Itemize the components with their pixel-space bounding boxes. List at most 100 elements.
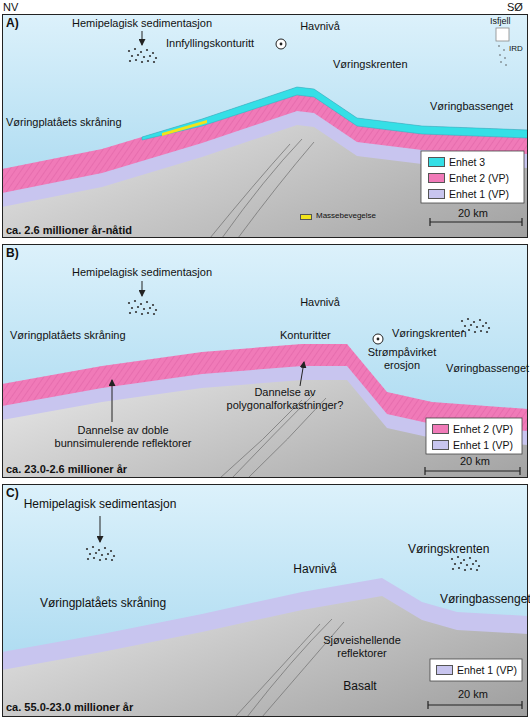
- process-label: Hemipelagisk sedimentasjon: [62, 17, 222, 30]
- slope-label: Vøringplatåets skråning: [10, 329, 160, 342]
- panel-c-section: [2, 596, 528, 717]
- sea-level-label: Havnivå: [290, 20, 350, 33]
- scale-bar: [519, 467, 520, 475]
- reflector-label: Sjøveishellende reflektorer: [314, 634, 410, 659]
- iceberg-symbol: [498, 45, 500, 47]
- contourite-label: Innfyllingskonturitt: [166, 37, 276, 50]
- ird-label: IRD: [509, 44, 529, 53]
- panel-b-section: [220, 400, 302, 478]
- sea-level-label: Havnivå: [280, 563, 350, 577]
- legend-swatch: [436, 665, 453, 675]
- legend-text: Enhet 2 (VP): [453, 423, 513, 435]
- scale-bar: [425, 470, 520, 471]
- iceberg-symbol: [496, 28, 509, 41]
- sediment-dots: [86, 546, 115, 561]
- scale-label: 20 km: [460, 455, 500, 468]
- legend-swatch: [428, 157, 445, 167]
- escarpment-label: Vøringskrenten: [408, 543, 523, 557]
- iceberg-symbol: [499, 54, 501, 56]
- legend-swatch: [428, 189, 445, 199]
- current-symbol: [280, 43, 283, 46]
- panel-b-section: [2, 244, 528, 478]
- scale-bar: [424, 467, 425, 475]
- sediment-dots: [128, 48, 157, 63]
- rock-label: Basalt: [325, 680, 395, 694]
- iceberg-symbol: [498, 45, 507, 66]
- contourite-label: Konturitter: [280, 329, 360, 342]
- scale-bar: [425, 218, 522, 709]
- scale-bar: [521, 218, 522, 226]
- panel-letter: A): [6, 17, 66, 31]
- scale-label: 20 km: [458, 688, 498, 701]
- process-label: Hemipelagisk sedimentasjon: [15, 498, 185, 512]
- panel-c-section: [2, 484, 528, 717]
- legend-text: Enhet 1 (VP): [453, 439, 513, 451]
- panel-a-section: [222, 139, 302, 238]
- panel-c-section: [247, 619, 332, 717]
- panel-letter: B): [6, 247, 66, 261]
- legend-text: Enhet 1 (VP): [449, 188, 509, 200]
- panel-b-section: [2, 380, 528, 478]
- time-caption: ca. 55.0-23.0 millioner år: [6, 701, 266, 714]
- compass-label: NV: [3, 1, 33, 14]
- sea-level-label: Havnivå: [290, 296, 350, 309]
- legend-text: Enhet 3: [449, 156, 485, 168]
- current-symbol: [276, 39, 383, 344]
- iceberg-symbol: [500, 61, 502, 63]
- basin-label: Vøringbassenget: [446, 362, 528, 375]
- iceberg-symbol: [504, 57, 506, 59]
- legend-frame: [426, 418, 522, 454]
- current-symbol: [276, 39, 286, 49]
- legend-swatch: [300, 214, 312, 220]
- process-label: Hemipelagisk sedimentasjon: [62, 266, 222, 279]
- panel-a-section: [2, 14, 528, 238]
- sediment-arrow: [142, 31, 143, 45]
- sediment-dots: [86, 48, 490, 571]
- scale-bar: [430, 221, 522, 222]
- current-symbol: [377, 338, 380, 341]
- time-caption: ca. 2.6 millioner år-nåtid: [6, 224, 266, 237]
- scale-bar: [428, 704, 522, 705]
- compass-label: SØ: [507, 1, 529, 14]
- iceberg-symbol: [505, 64, 507, 66]
- leader-arrow: [112, 380, 113, 422]
- leader-arrow: [300, 362, 304, 386]
- panel-c-section: [235, 619, 344, 717]
- iceberg-symbol: [503, 49, 505, 51]
- legend-swatch: [432, 440, 449, 450]
- legend-text: Enhet 1 (VP): [457, 664, 517, 676]
- sediment-dots: [128, 300, 157, 315]
- legend-swatch: [428, 173, 445, 183]
- panel-a-section: [162, 120, 207, 136]
- panel-a-section: [2, 125, 528, 238]
- scale-bar: [521, 701, 522, 709]
- slope-label: Vøringplatåets skråning: [40, 597, 210, 611]
- legend-frame: [430, 659, 522, 681]
- escarpment-label: Vøringskrenten: [392, 327, 492, 340]
- sediment-arrow: [142, 281, 143, 296]
- legend-text: Enhet 2 (VP): [449, 172, 509, 184]
- scale-bar: [427, 701, 428, 709]
- panel-c-section: [235, 624, 320, 717]
- sediment-arrow: [100, 516, 101, 542]
- current-symbol: [373, 334, 383, 344]
- legend-text: Massebevegelse: [316, 211, 376, 220]
- bsr-label: Dannelse av doble bunnsimulerende reflek…: [38, 424, 208, 449]
- panel-a-section: [238, 142, 314, 238]
- iceberg-label: Isfjell: [490, 16, 530, 26]
- iceberg-symbol: [496, 28, 509, 66]
- escarpment-label: Vøringskrenten: [333, 58, 433, 71]
- slope-label: Vøringplatåets skråning: [6, 116, 156, 129]
- basin-label: Vøringbassenget: [440, 593, 528, 607]
- scale-label: 20 km: [458, 207, 498, 220]
- legend-swatch: [432, 424, 449, 434]
- erosion-label: Strømpåvirket erosjon: [362, 346, 442, 371]
- time-caption: ca. 23.0-2.6 millioner år: [6, 463, 266, 476]
- panel-a-section: [210, 139, 314, 238]
- fault-label: Dannelse av polygonalforkastninger?: [215, 386, 355, 411]
- basin-label: Vøringbassenget: [430, 100, 525, 113]
- sediment-dots: [451, 556, 480, 571]
- legend-frame: [421, 151, 524, 203]
- scale-bar: [429, 218, 430, 226]
